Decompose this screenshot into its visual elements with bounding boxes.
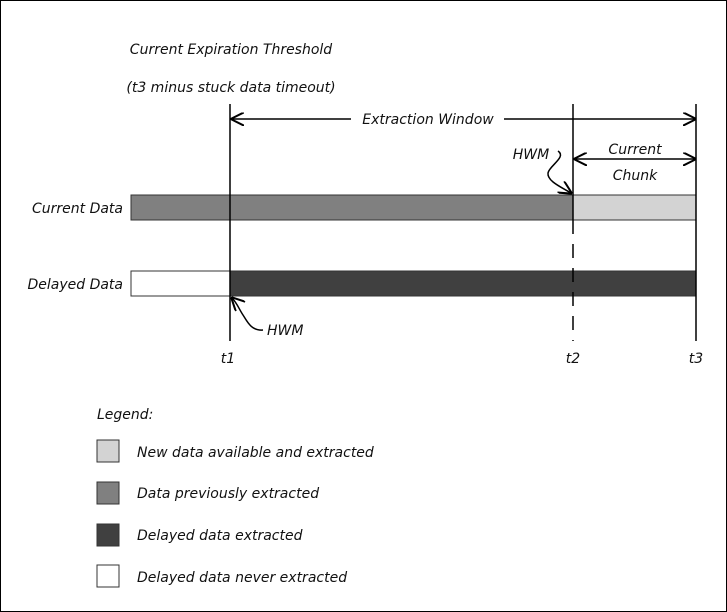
current-chunk-label-line2: Chunk [613,168,658,184]
threshold-title-line2: (t3 minus stuck data timeout) [126,80,335,96]
legend-swatch [96,439,120,463]
legend-label: Delayed data never extracted [137,570,347,586]
current-data-new-bar [572,194,697,221]
tick-t2: t2 [566,351,580,367]
current-data-previously-extracted-bar [130,194,574,221]
legend-label: New data available and extracted [137,445,374,461]
delayed-data-extracted-bar [229,270,697,297]
legend-label: Data previously extracted [137,486,319,502]
current-chunk-label-line1: Current [608,142,662,158]
tick-t1: t1 [221,351,235,367]
legend-title: Legend: [97,407,153,423]
delayed-data-never-extracted-bar [130,270,231,297]
legend-item-delayed-never-extracted: Delayed data never extracted [96,564,347,588]
tick-t3: t3 [689,351,703,367]
hwm-t2-curved-arrow [547,150,571,193]
legend-item-delayed-extracted: Delayed data extracted [96,523,303,547]
delayed-data-label: Delayed Data [27,277,123,293]
hwm-t1-curved-arrow [232,298,264,331]
extraction-window-label: Extraction Window [362,112,494,128]
legend-swatch [96,523,120,547]
legend-item-new: New data available and extracted [96,439,374,463]
legend-label: Delayed data extracted [137,528,303,544]
hwm-label-t1: HWM [267,323,303,339]
legend-item-previously-extracted: Data previously extracted [96,481,319,505]
legend-swatch [96,481,120,505]
threshold-title-line1: Current Expiration Threshold [130,42,333,58]
current-data-label: Current Data [32,201,123,217]
legend-swatch [96,564,120,588]
hwm-label-t2: HWM [513,147,549,163]
